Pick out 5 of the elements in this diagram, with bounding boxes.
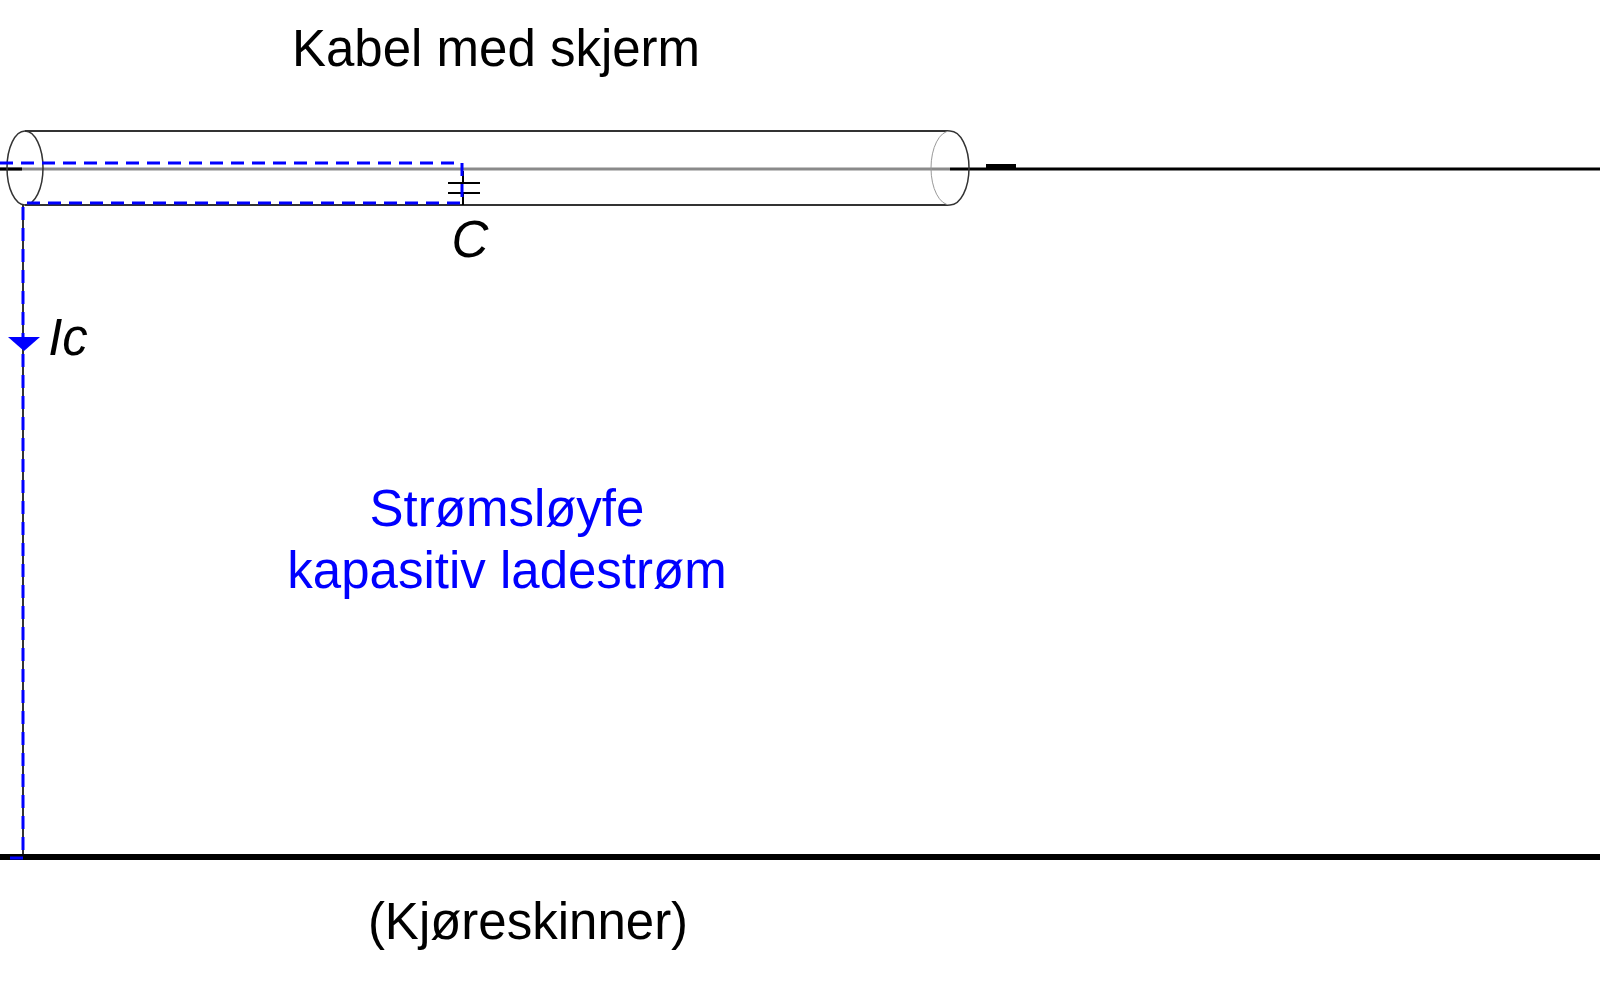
capacitance-label: C <box>451 210 489 270</box>
current-label: Ic <box>48 308 88 368</box>
rail-label: (Kjøreskinner) <box>367 892 689 952</box>
loop-label: Strømsløyfe kapasitiv ladestrøm <box>286 479 728 601</box>
cable-label: Kabel med skjerm <box>291 19 701 79</box>
